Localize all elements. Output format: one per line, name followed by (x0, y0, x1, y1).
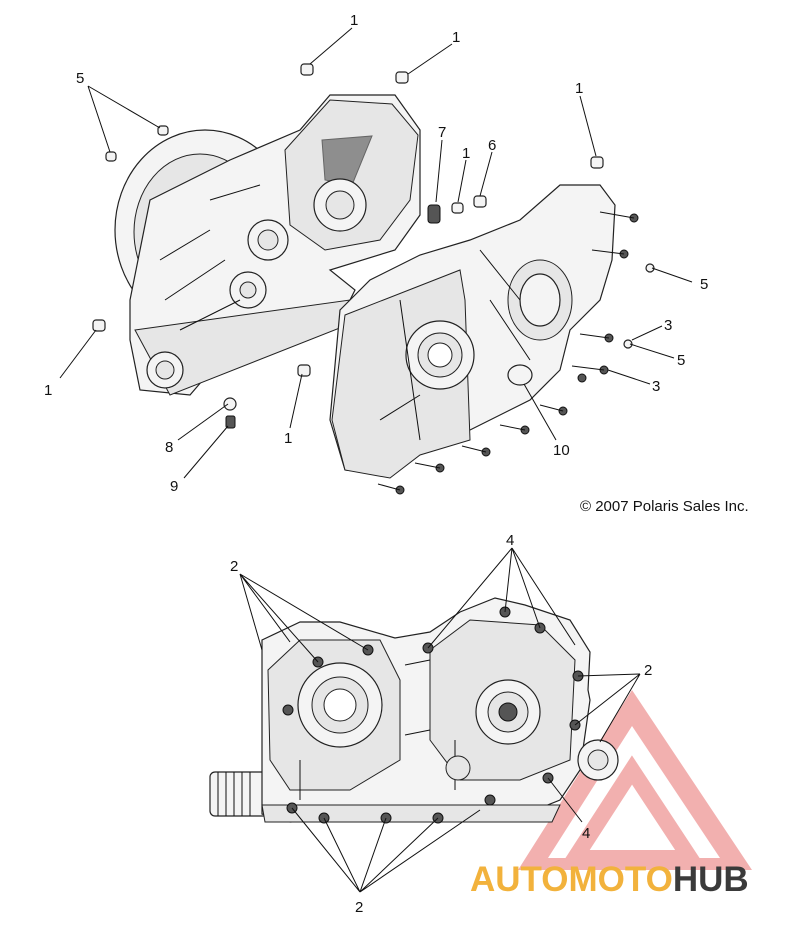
callout-3: 3 (652, 378, 660, 395)
callout-1: 1 (284, 430, 292, 447)
leader-lines-lower (239, 547, 641, 893)
callout-8: 8 (165, 439, 173, 456)
crankcase-assembled (209, 597, 619, 823)
callout-1: 1 (462, 145, 470, 162)
callout-2: 2 (355, 899, 363, 916)
crankcase-right-half (329, 184, 616, 479)
callout-3: 3 (664, 317, 672, 334)
watermark-logo-icon (518, 690, 752, 870)
watermark-text-part2: HUB (672, 860, 749, 899)
watermark-text-part1: AUTOMOTO (470, 860, 673, 899)
callout-labels: 1 1 5 1 7 1 6 5 3 5 3 1 1 8 9 10 2 4 2 4… (44, 12, 708, 916)
callout-2: 2 (644, 662, 652, 679)
callout-5: 5 (677, 352, 685, 369)
callout-1: 1 (44, 382, 52, 399)
callout-10: 10 (553, 442, 570, 459)
callout-5: 5 (76, 70, 84, 87)
crankcase-bolts (377, 211, 639, 495)
callout-6: 6 (488, 137, 496, 154)
callout-4: 4 (506, 532, 514, 549)
callout-1: 1 (575, 80, 583, 97)
dowel-pins (92, 63, 655, 429)
callout-2: 2 (230, 558, 238, 575)
callout-4: 4 (582, 825, 590, 842)
callout-9: 9 (170, 478, 178, 495)
leader-lines-upper (59, 27, 693, 479)
watermark-text: AUTOMOTOHUB (470, 860, 749, 900)
callout-7: 7 (438, 124, 446, 141)
callout-5: 5 (700, 276, 708, 293)
callout-1: 1 (452, 29, 460, 46)
copyright-notice: © 2007 Polaris Sales Inc. (580, 498, 749, 515)
callout-1: 1 (350, 12, 358, 29)
